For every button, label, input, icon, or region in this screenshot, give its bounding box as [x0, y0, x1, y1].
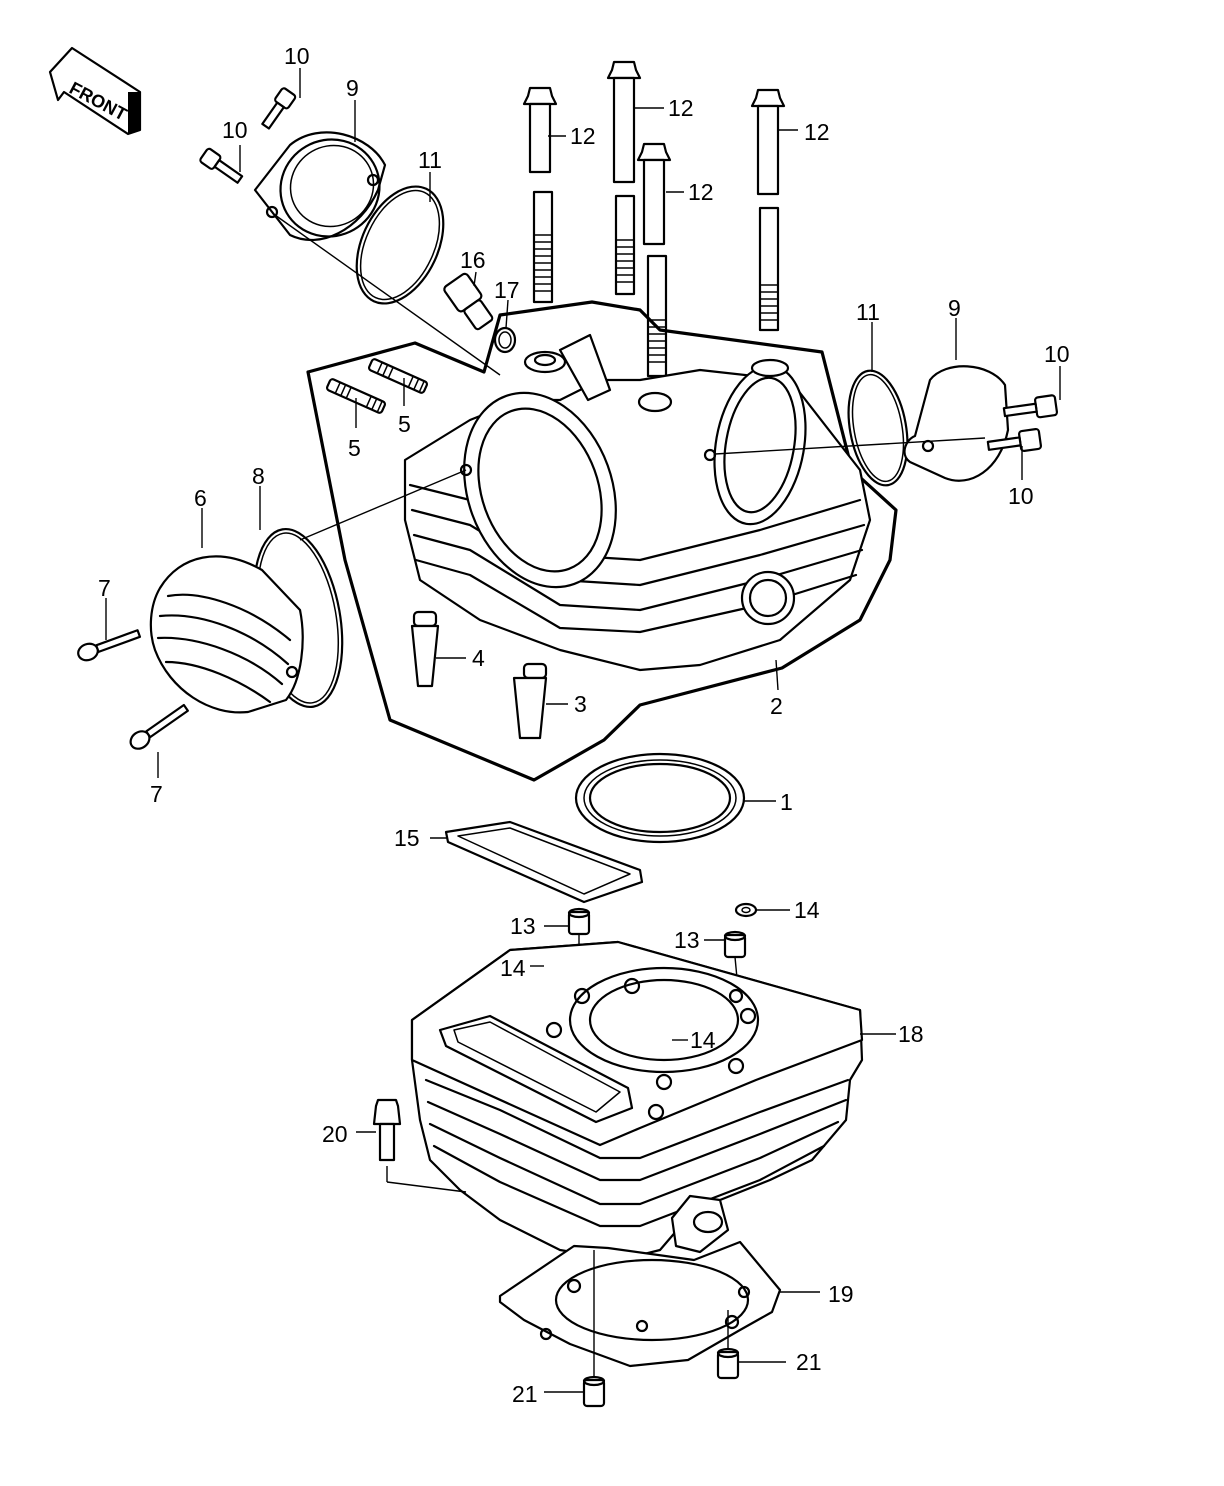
base-gasket [498, 1240, 782, 1378]
tappet-cover-assembly [77, 469, 467, 750]
front-arrow-icon: FRONT [48, 46, 142, 136]
callout-13: 13 [510, 913, 536, 939]
leader-lines [105, 68, 1061, 1393]
cylinder-bolt [372, 1098, 467, 1193]
callout-14: 14 [690, 1027, 716, 1053]
head-bolts [522, 60, 786, 378]
callout-10: 10 [222, 117, 248, 143]
callout-12: 12 [668, 95, 694, 121]
callout-19: 19 [828, 1281, 854, 1307]
head-gasket [574, 752, 746, 844]
base-dowels [582, 1347, 740, 1408]
callout-10: 10 [1008, 483, 1034, 509]
callout-5: 5 [398, 411, 411, 437]
callout-17: 17 [494, 277, 520, 303]
head-studs [326, 358, 428, 414]
callout-11: 11 [856, 299, 880, 325]
callout-14: 14 [794, 897, 820, 923]
callout-16: 16 [460, 247, 486, 273]
callout-11: 11 [418, 147, 442, 173]
callout-10: 10 [1044, 341, 1070, 367]
callout-labels: 10 9 10 11 12 12 12 12 16 17 5 5 11 9 10… [98, 43, 1070, 1407]
callout-12: 12 [688, 179, 714, 205]
right-cover-assembly [714, 365, 1059, 487]
callout-9: 9 [346, 75, 359, 101]
callout-21: 21 [512, 1381, 538, 1407]
left-cover-assembly [199, 87, 501, 376]
callout-18: 18 [898, 1021, 924, 1047]
callout-3: 3 [574, 691, 587, 717]
callout-5: 5 [348, 435, 361, 461]
callout-1: 1 [780, 789, 793, 815]
callout-9: 9 [948, 295, 961, 321]
callout-8: 8 [252, 463, 265, 489]
callout-21: 21 [796, 1349, 822, 1375]
callout-7: 7 [150, 781, 163, 807]
callout-7: 7 [98, 575, 111, 601]
callout-14: 14 [500, 955, 526, 981]
callout-2: 2 [770, 693, 783, 719]
callout-10: 10 [284, 43, 310, 69]
rocker-gasket [444, 820, 644, 904]
callout-20: 20 [322, 1121, 348, 1147]
cylinder-block [410, 940, 864, 1262]
cylinder-head [306, 300, 898, 782]
callout-13: 13 [674, 927, 700, 953]
callout-12: 12 [570, 123, 596, 149]
callout-6: 6 [194, 485, 207, 511]
callout-15: 15 [394, 825, 420, 851]
callout-12: 12 [804, 119, 830, 145]
valve-guides [410, 610, 548, 740]
callout-4: 4 [472, 645, 485, 671]
